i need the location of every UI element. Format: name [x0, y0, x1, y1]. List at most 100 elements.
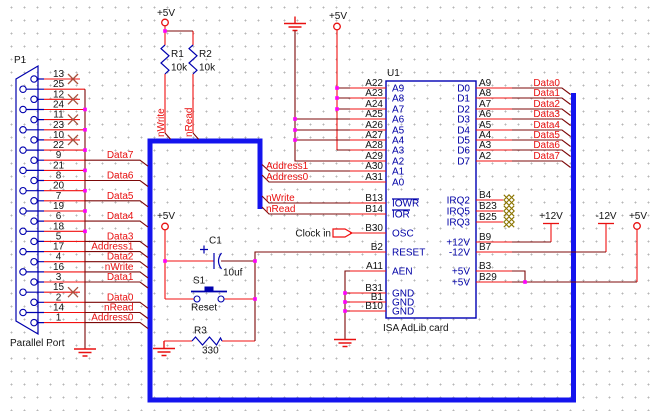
- plus5v-label: +5V: [629, 211, 647, 222]
- net-label[interactable]: Data1: [107, 272, 134, 283]
- net-label[interactable]: Data0: [107, 292, 134, 303]
- pin-signal: A8: [392, 94, 405, 105]
- net-label[interactable]: Data4: [107, 211, 134, 222]
- net-label[interactable]: nWrite: [266, 193, 295, 204]
- net-label[interactable]: Data0: [533, 78, 560, 89]
- c1-ref: C1: [209, 236, 222, 247]
- ground-symbol: [283, 22, 307, 32]
- pin-number: 6: [56, 211, 62, 222]
- pin-number: 23: [53, 120, 65, 131]
- pin-number: A3: [479, 140, 492, 151]
- minus12v-label: -12V: [595, 211, 616, 222]
- plus5v-label: +5V: [157, 8, 175, 19]
- pin-number: A29: [365, 151, 383, 162]
- pin-signal: +5V: [452, 278, 470, 289]
- pin-number: 24: [53, 100, 65, 111]
- pin-number: A28: [365, 140, 383, 151]
- bus-tap-nets[interactable]: Address1 Address0 nWrite nRead: [261, 161, 350, 215]
- parallel-port-connector[interactable]: P1 Parallel Port: [10, 55, 65, 349]
- pin-number: B7: [479, 242, 492, 253]
- address-strapping: +5V: [283, 11, 350, 162]
- net-label[interactable]: Data1: [533, 88, 560, 99]
- pin-signal: GND: [392, 289, 414, 300]
- capacitor-c1[interactable]: C1 10uf: [200, 236, 243, 279]
- plus5v-label: +5V: [329, 11, 347, 22]
- net-label[interactable]: Data7: [107, 150, 134, 161]
- r1-value: 10k: [171, 63, 188, 74]
- pin-number: B3: [479, 261, 492, 272]
- irq-no-connects: [503, 194, 515, 228]
- pin-number: 20: [53, 181, 65, 192]
- pin-number: A4: [479, 130, 492, 141]
- net-label[interactable]: Data6: [533, 140, 560, 151]
- nread-net-label[interactable]: nRead: [184, 108, 195, 137]
- pin-signal: A2: [392, 157, 405, 168]
- pullup-circuit[interactable]: +5V R1 10k R2 10k nWrite nRead: [156, 8, 216, 140]
- pin-number: 15: [53, 282, 65, 293]
- pin-number: B23: [479, 201, 497, 212]
- pin-signal: A4: [392, 136, 405, 147]
- data-bus-nets[interactable]: Data0 Data1 Data2 Data3 Data4 Data5 Data…: [512, 78, 571, 168]
- pin-number: 8: [56, 171, 62, 182]
- switch-s1[interactable]: S1 Reset: [191, 276, 227, 314]
- p1-net-labels[interactable]: Data7 Data6 Data5 Data4 Data3 Address1 D…: [91, 150, 134, 323]
- connector-outline: [15, 64, 39, 336]
- net-label[interactable]: nRead: [266, 204, 295, 215]
- pin-signal: D6: [457, 146, 470, 157]
- resistor-r1: [160, 44, 170, 75]
- main-bus[interactable]: [147, 93, 576, 403]
- pin-number: A27: [365, 130, 383, 141]
- button-actuator: [204, 286, 214, 292]
- connector-pin-leads: [26, 78, 44, 324]
- power-rails[interactable]: +12V -12V +5V: [512, 211, 647, 283]
- net-label[interactable]: Data2: [533, 99, 560, 110]
- net-label[interactable]: Data4: [533, 120, 560, 131]
- resistor-r3[interactable]: R3 330: [191, 326, 223, 357]
- pin-number: 4: [56, 252, 62, 263]
- net-label[interactable]: Data3: [107, 231, 134, 242]
- pin-signal: A5: [392, 126, 405, 137]
- p1-net-wires: [85, 159, 149, 330]
- net-label[interactable]: Data2: [107, 252, 134, 263]
- pin-number: A30: [365, 161, 383, 172]
- net-label[interactable]: Data5: [533, 130, 560, 141]
- p1-designator: P1: [14, 55, 27, 66]
- clock-input-port[interactable]: Clock in: [295, 228, 354, 240]
- pin-number: 13: [53, 69, 65, 80]
- r3-ref: R3: [194, 326, 207, 337]
- net-label[interactable]: Data6: [107, 171, 134, 182]
- pin-number: 25: [53, 79, 65, 90]
- pin-number: B13: [365, 193, 383, 204]
- net-label[interactable]: nWrite: [105, 262, 134, 273]
- pin-number: 12: [53, 89, 65, 100]
- plus12v-label: +12V: [539, 211, 563, 222]
- u1-isa-adlib-card[interactable]: U1 ISA AdLib card A22 A23 A24 A25 A26 A2…: [350, 68, 512, 334]
- pin-number: A25: [365, 109, 383, 120]
- connector-pin-circles: [19, 75, 38, 327]
- pin-number: B30: [365, 223, 383, 234]
- net-label[interactable]: Address0: [91, 313, 134, 324]
- plus5v-label: +5V: [157, 211, 175, 222]
- pin-number: 9: [56, 150, 62, 161]
- pin-signal: IRQ2: [447, 196, 471, 207]
- net-label[interactable]: Address1: [266, 161, 309, 172]
- net-label[interactable]: nRead: [104, 303, 133, 314]
- net-label[interactable]: Address0: [266, 172, 309, 183]
- plus5v-symbol: [161, 18, 169, 27]
- nwrite-net-label[interactable]: nWrite: [156, 108, 167, 137]
- pin-signal: IRQ5: [447, 207, 471, 218]
- pin-signal: +5V: [452, 267, 470, 278]
- pin-number: A2: [479, 151, 492, 162]
- pin-signal: -12V: [449, 248, 470, 259]
- pin-signal: D0: [457, 84, 470, 95]
- pin-signal: D1: [457, 94, 470, 105]
- pin-number: A7: [479, 99, 492, 110]
- net-label[interactable]: Address1: [91, 242, 134, 253]
- net-label[interactable]: Data3: [533, 109, 560, 120]
- net-label[interactable]: Data5: [107, 191, 134, 202]
- pin-number: B9: [479, 232, 492, 243]
- net-label[interactable]: Data7: [533, 151, 560, 162]
- pin-number: 2: [56, 292, 62, 303]
- reset-circuit[interactable]: +5V C1 10uf S1 Reset R3 330: [152, 211, 350, 357]
